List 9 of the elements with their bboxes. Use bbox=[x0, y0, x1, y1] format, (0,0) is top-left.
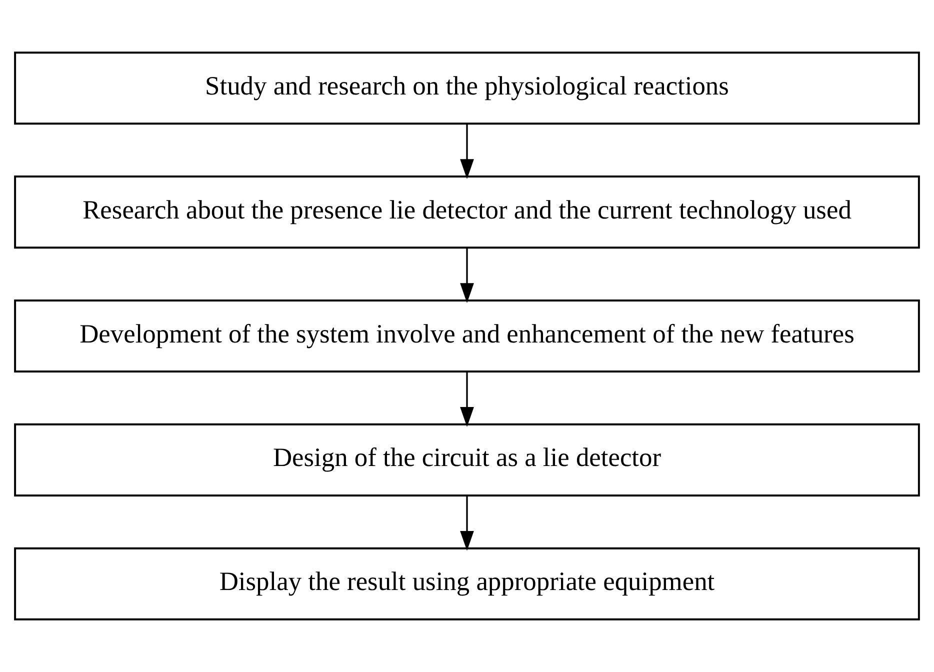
arrow bbox=[460, 124, 474, 179]
node-box: Development of the system involve and enhancement of the new features bbox=[14, 299, 920, 373]
node-box: Research about the presence lie detector and the current technology used bbox=[14, 176, 920, 249]
node-box: Study and research on the physiological reactions bbox=[14, 52, 920, 125]
arrow bbox=[460, 496, 474, 551]
arrow bbox=[460, 248, 474, 303]
node-box: Display the result using appropriate equipment bbox=[14, 547, 920, 620]
arrow bbox=[460, 372, 474, 427]
node-box: Design of the circuit as a lie detector bbox=[14, 423, 920, 496]
